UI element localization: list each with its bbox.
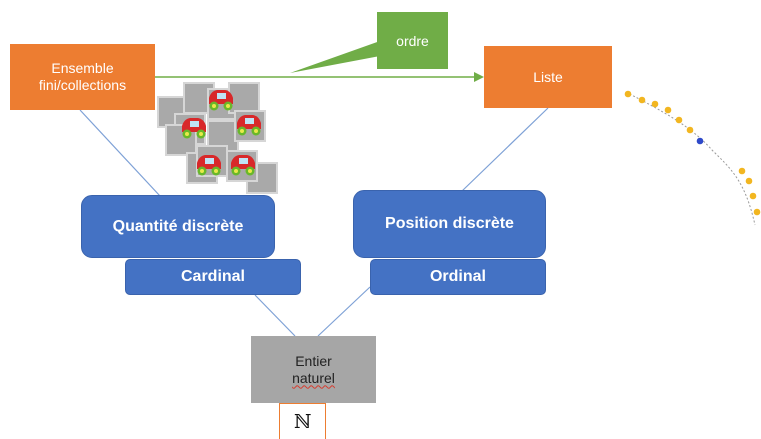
- node-quantite: Quantité discrète: [81, 195, 275, 258]
- collection-tile: [165, 124, 197, 156]
- car-icon: [237, 115, 261, 136]
- node-entier-naturel: Entier naturel: [251, 336, 376, 403]
- naturals-symbol: ℕ: [279, 403, 326, 439]
- connector-liste-position: [460, 107, 549, 193]
- arrow-head: [474, 72, 484, 82]
- node-liste: Liste: [484, 46, 612, 108]
- list-curve: [625, 91, 756, 226]
- car-icon: [231, 155, 255, 176]
- node-ensemble: Ensemble fini/collections: [10, 44, 155, 110]
- car-icon: [182, 118, 206, 139]
- callout-pointer: [290, 41, 380, 73]
- car-icon: [209, 90, 233, 111]
- list-beads: [624, 90, 761, 216]
- connector-cardinal-entier: [254, 294, 296, 337]
- node-cardinal: Cardinal: [125, 259, 301, 295]
- node-position: Position discrète: [353, 190, 546, 258]
- node-ordre: ordre: [377, 12, 448, 69]
- node-ordinal: Ordinal: [370, 259, 546, 295]
- connector-ensemble-quantite: [79, 109, 161, 197]
- car-icon: [197, 155, 221, 176]
- connector-ordinal-entier: [317, 286, 371, 337]
- naturel-label: naturel: [292, 369, 335, 386]
- entier-label: Entier: [295, 352, 332, 369]
